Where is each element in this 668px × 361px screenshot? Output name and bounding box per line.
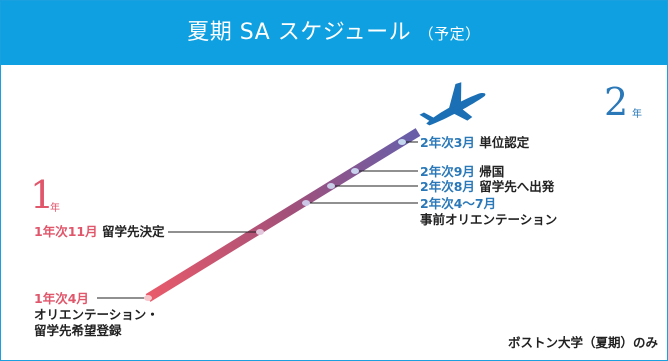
milestone-dot bbox=[327, 183, 335, 189]
page-title: 夏期 SA スケジュール （予定） bbox=[1, 1, 667, 65]
milestone-dot bbox=[302, 200, 310, 206]
timeline-band bbox=[145, 128, 421, 302]
year2-unit: 年 bbox=[632, 109, 642, 120]
milestone-text: 帰国 bbox=[479, 164, 505, 179]
milestone-apr-y1: 1年次4月 オリエンテーション・ 留学先希望登録 bbox=[34, 291, 159, 339]
header-bar: 夏期 SA スケジュール （予定） bbox=[1, 1, 667, 65]
milestone-dot bbox=[398, 139, 406, 145]
milestone-text: 留学先へ出発 bbox=[479, 179, 555, 194]
milestone-date: 1年次4月 bbox=[34, 291, 89, 306]
milestone-apr-jul-y2: 2年次4〜7月 事前オリエンテーション bbox=[420, 196, 557, 228]
title-text: 夏期 SA スケジュール bbox=[187, 20, 412, 45]
milestone-sep-y2: 2年次9月 帰国 bbox=[420, 164, 504, 180]
year2-numeral: 2 bbox=[604, 80, 629, 124]
milestone-text: 単位認定 bbox=[479, 135, 530, 150]
milestone-text: オリエンテーション・ bbox=[34, 307, 159, 322]
milestone-date: 2年次9月 bbox=[420, 164, 475, 179]
milestone-dot bbox=[351, 168, 359, 174]
year1-unit: 年 bbox=[50, 203, 60, 214]
milestone-text: 留学先希望登録 bbox=[34, 323, 122, 338]
title-suffix: （予定） bbox=[418, 25, 481, 43]
milestone-text: 事前オリエンテーション bbox=[420, 212, 558, 227]
airplane-icon bbox=[419, 82, 486, 126]
milestone-dot bbox=[256, 229, 264, 235]
milestone-date: 2年次8月 bbox=[420, 179, 475, 194]
milestone-date: 1年次11月 bbox=[34, 224, 98, 239]
milestone-aug-y2: 2年次8月 留学先へ出発 bbox=[420, 179, 554, 195]
milestone-mar-y2: 2年次3月 単位認定 bbox=[420, 135, 529, 151]
milestone-dot bbox=[144, 295, 152, 301]
milestone-nov-y1: 1年次11月 留学先決定 bbox=[34, 224, 164, 240]
footer-note: ボストン大学（夏期）のみ bbox=[507, 335, 658, 350]
milestone-text: 留学先決定 bbox=[101, 224, 165, 239]
year1-numeral: 1 bbox=[30, 173, 55, 217]
milestone-date: 2年次3月 bbox=[420, 135, 475, 150]
milestone-date: 2年次4〜7月 bbox=[420, 196, 497, 211]
